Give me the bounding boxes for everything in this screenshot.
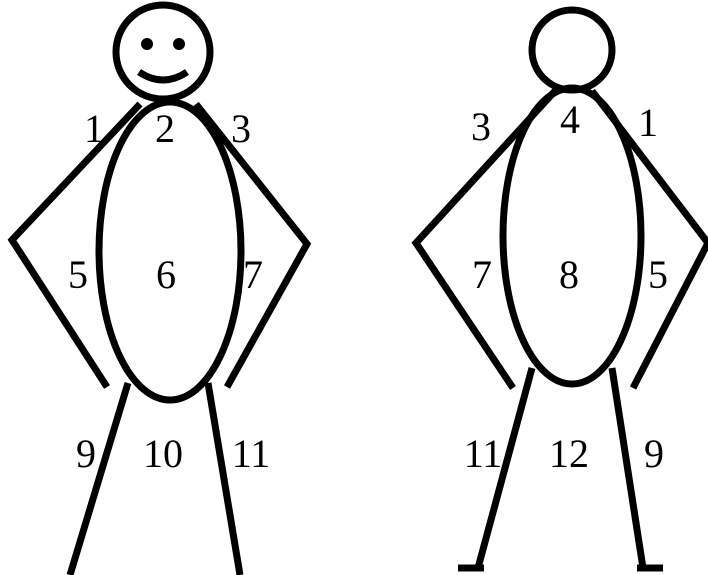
front-left-eye [141,38,153,50]
region-label: 11 [232,431,271,476]
back-figure: 3 4 1 7 8 5 11 12 9 [416,10,708,568]
region-label: 7 [243,252,263,297]
region-label: 10 [143,431,183,476]
front-smile [139,72,187,80]
front-right-eye [173,38,185,50]
region-label: 6 [156,252,176,297]
front-right-leg [208,383,240,575]
region-label: 12 [549,431,589,476]
front-head [116,5,210,99]
region-label: 1 [84,106,104,151]
region-label: 3 [231,106,251,151]
region-label: 8 [559,252,579,297]
region-label: 5 [648,252,668,297]
back-right-leg [612,368,643,568]
region-label: 7 [472,252,492,297]
region-label: 2 [155,106,175,151]
region-label: 3 [471,104,491,149]
region-label: 9 [644,431,664,476]
front-left-leg [70,383,128,575]
region-label: 4 [560,97,580,142]
region-label: 1 [638,100,658,145]
front-right-arm [196,104,307,387]
front-figure: 1 2 3 5 6 7 9 10 11 [12,5,307,575]
region-label: 9 [76,431,96,476]
back-head [532,10,612,90]
region-label: 11 [464,431,503,476]
region-label: 5 [68,252,88,297]
